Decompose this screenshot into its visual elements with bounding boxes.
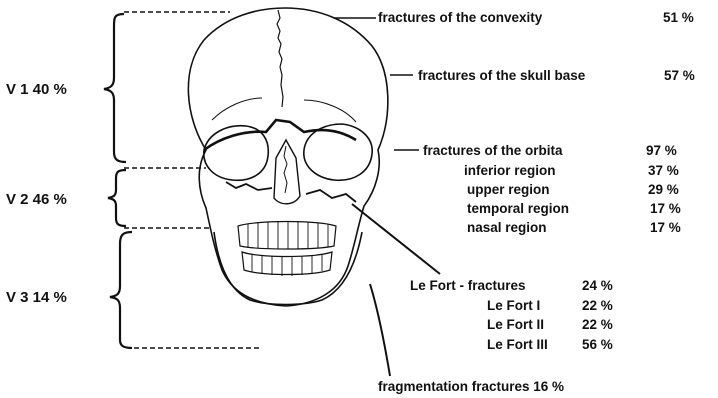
skull-base-pct: 57 % bbox=[664, 68, 695, 83]
orbita-sub-pct: 17 % bbox=[650, 220, 681, 235]
convexity-pct: 51 % bbox=[663, 10, 694, 25]
region-v1-label: V 1 40 % bbox=[6, 81, 67, 98]
upper-teeth bbox=[238, 222, 336, 250]
orbita-sub-label: nasal region bbox=[467, 220, 547, 235]
lefort-sub-label: Le Fort I bbox=[487, 298, 540, 313]
orbita-sub-label: upper region bbox=[467, 182, 550, 197]
orbita-sub-label: inferior region bbox=[464, 163, 556, 178]
orbita-pct: 97 % bbox=[646, 143, 677, 158]
lefort-label: Le Fort - fractures bbox=[410, 278, 526, 293]
lefort-sub-label: Le Fort II bbox=[487, 317, 544, 332]
sagittal-suture bbox=[277, 10, 283, 107]
lefort-sub-label: Le Fort III bbox=[487, 337, 548, 352]
lefort-sub-pct: 56 % bbox=[582, 337, 613, 352]
skull-illustration bbox=[188, 8, 387, 306]
orbita-sub-pct: 17 % bbox=[650, 201, 681, 216]
skull-base-label: fractures of the skull base bbox=[418, 68, 586, 83]
lefort-sub-pct: 22 % bbox=[582, 298, 613, 313]
fragmentation-label: fragmentation fractures 16 % bbox=[378, 379, 564, 394]
orbita-sub-pct: 37 % bbox=[648, 163, 679, 178]
orbita-sub-pct: 29 % bbox=[648, 182, 679, 197]
region-v2-label: V 2 46 % bbox=[6, 191, 67, 208]
region-v3-label: V 3 14 % bbox=[6, 289, 67, 306]
lefort-pct: 24 % bbox=[582, 278, 613, 293]
lefort-sub-pct: 22 % bbox=[582, 317, 613, 332]
convexity-label: fractures of the convexity bbox=[378, 10, 543, 25]
orbita-label: fractures of the orbita bbox=[423, 143, 563, 158]
maxilla-fracture-line bbox=[226, 182, 356, 202]
orbita-sub-label: temporal region bbox=[467, 201, 569, 216]
lower-teeth bbox=[242, 252, 332, 275]
nasal-cavity bbox=[274, 140, 300, 204]
